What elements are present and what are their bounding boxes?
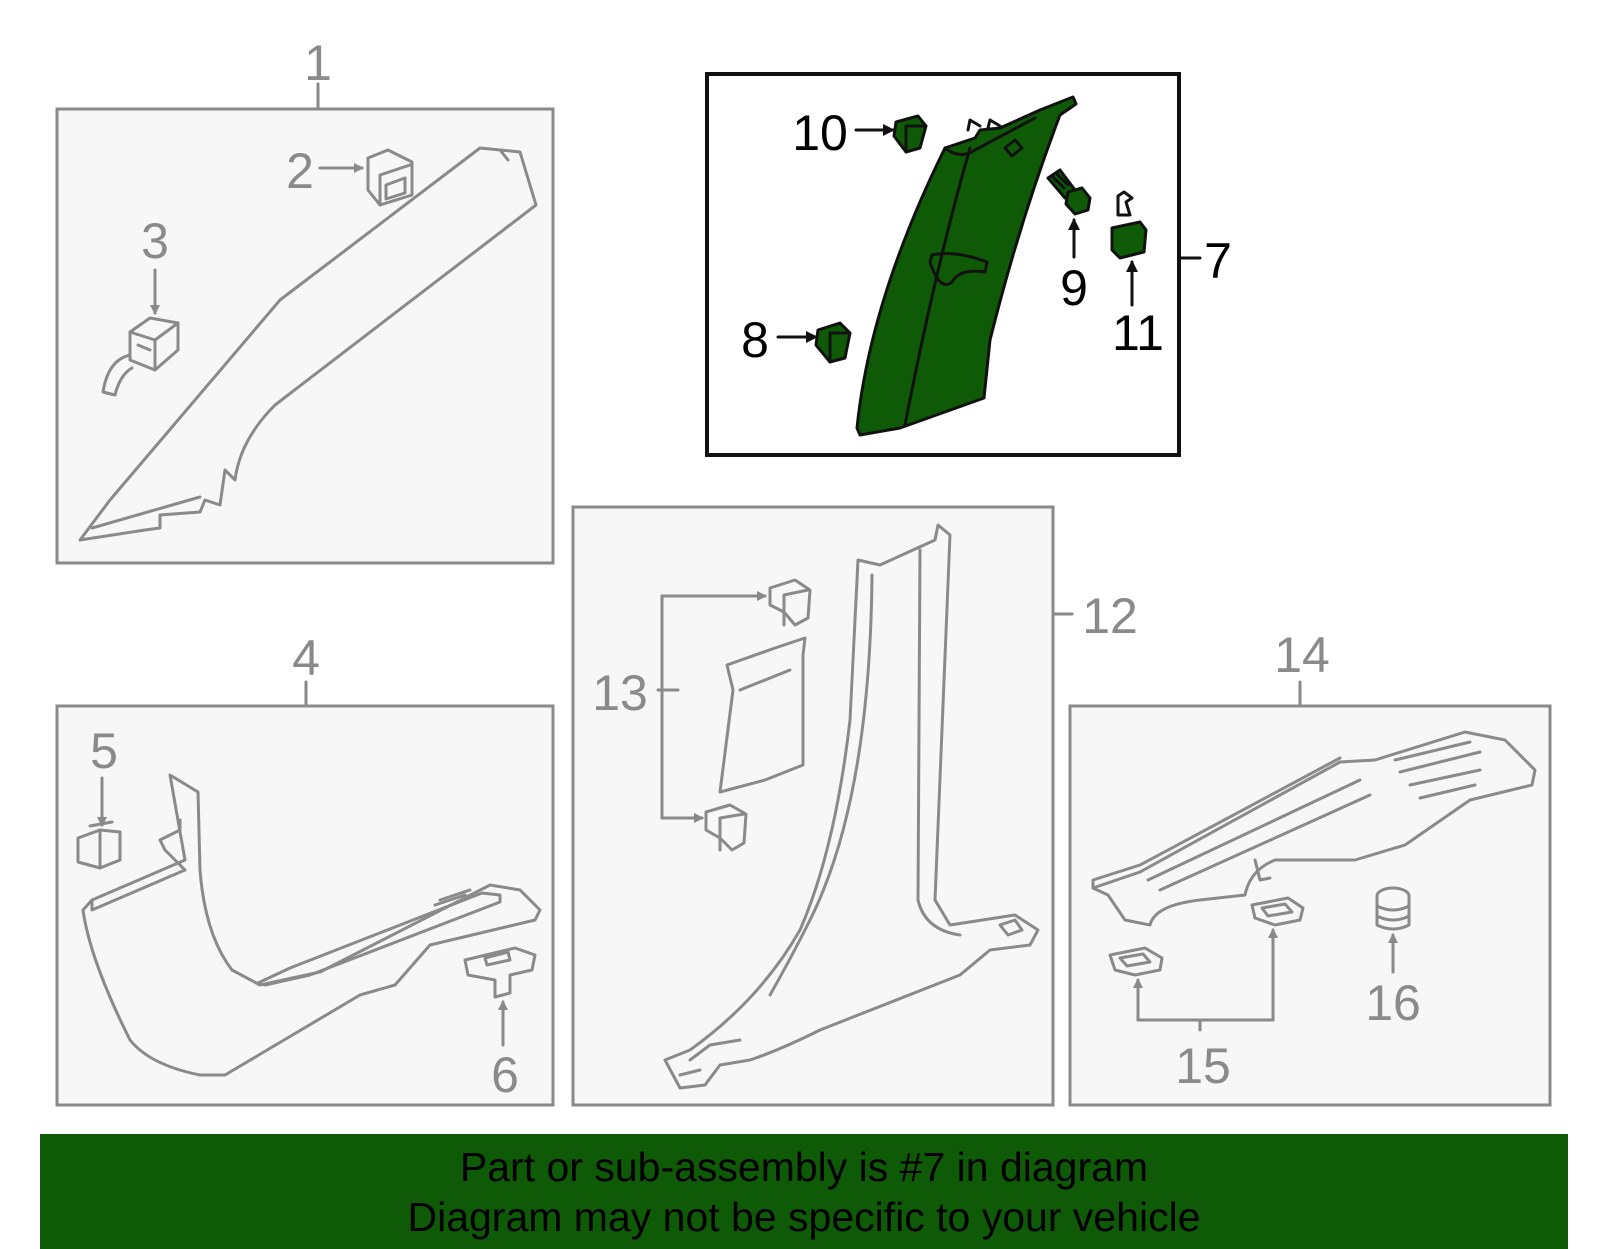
callout-4: 4 bbox=[292, 630, 320, 686]
a-pillar-trim bbox=[78, 146, 538, 542]
callout-12: 12 bbox=[1082, 588, 1138, 644]
bumper-part-16 bbox=[1375, 886, 1411, 931]
callout-2: 2 bbox=[286, 143, 314, 199]
clip-part-15-left bbox=[1108, 946, 1164, 977]
clip-part-11 bbox=[1110, 190, 1148, 260]
callout-10: 10 bbox=[792, 105, 848, 161]
trim-part-13 bbox=[718, 636, 807, 794]
clip-part-8 bbox=[814, 321, 852, 364]
callout-11: 11 bbox=[1112, 305, 1164, 361]
callout-5: 5 bbox=[90, 723, 118, 779]
callout-8: 8 bbox=[741, 312, 769, 368]
clip-part-13-upper bbox=[768, 578, 812, 627]
panel-12: 12 13 bbox=[571, 505, 1138, 1107]
clip-part-10 bbox=[892, 114, 928, 154]
callout-13: 13 bbox=[592, 665, 648, 721]
rear-sill-plate-part-14 bbox=[1091, 730, 1537, 927]
bolt-part-9 bbox=[1046, 168, 1092, 216]
callout-1: 1 bbox=[304, 35, 332, 91]
callout-3: 3 bbox=[141, 213, 169, 269]
callout-14: 14 bbox=[1274, 627, 1330, 683]
clip-part-5 bbox=[76, 820, 122, 870]
callout-16: 16 bbox=[1365, 975, 1421, 1031]
callout-9: 9 bbox=[1060, 260, 1088, 316]
panel-4: 4 5 6 bbox=[55, 630, 555, 1107]
banner-line-2: Diagram may not be specific to your vehi… bbox=[407, 1193, 1201, 1240]
clip-part-15-right bbox=[1250, 896, 1305, 927]
clip-part-2 bbox=[366, 148, 414, 207]
panel-7: 7 10 8 9 bbox=[705, 72, 1232, 457]
panel-14: 14 15 16 bbox=[1068, 627, 1552, 1107]
sill-plate-part-4 bbox=[81, 773, 542, 1077]
pillar-trim-part-12 bbox=[663, 523, 1040, 1090]
panel-1: 1 2 3 bbox=[55, 35, 555, 565]
clip-part-3 bbox=[101, 316, 180, 397]
trim-part-7 bbox=[855, 95, 1078, 437]
info-banner: Part or sub-assembly is #7 in diagram Di… bbox=[40, 1134, 1568, 1249]
clip-part-6 bbox=[463, 946, 537, 999]
callout-6: 6 bbox=[491, 1047, 519, 1103]
callout-15: 15 bbox=[1175, 1038, 1231, 1094]
clip-part-13-lower bbox=[704, 803, 748, 852]
banner-line-1: Part or sub-assembly is #7 in diagram bbox=[459, 1143, 1149, 1190]
callout-7: 7 bbox=[1204, 233, 1232, 289]
